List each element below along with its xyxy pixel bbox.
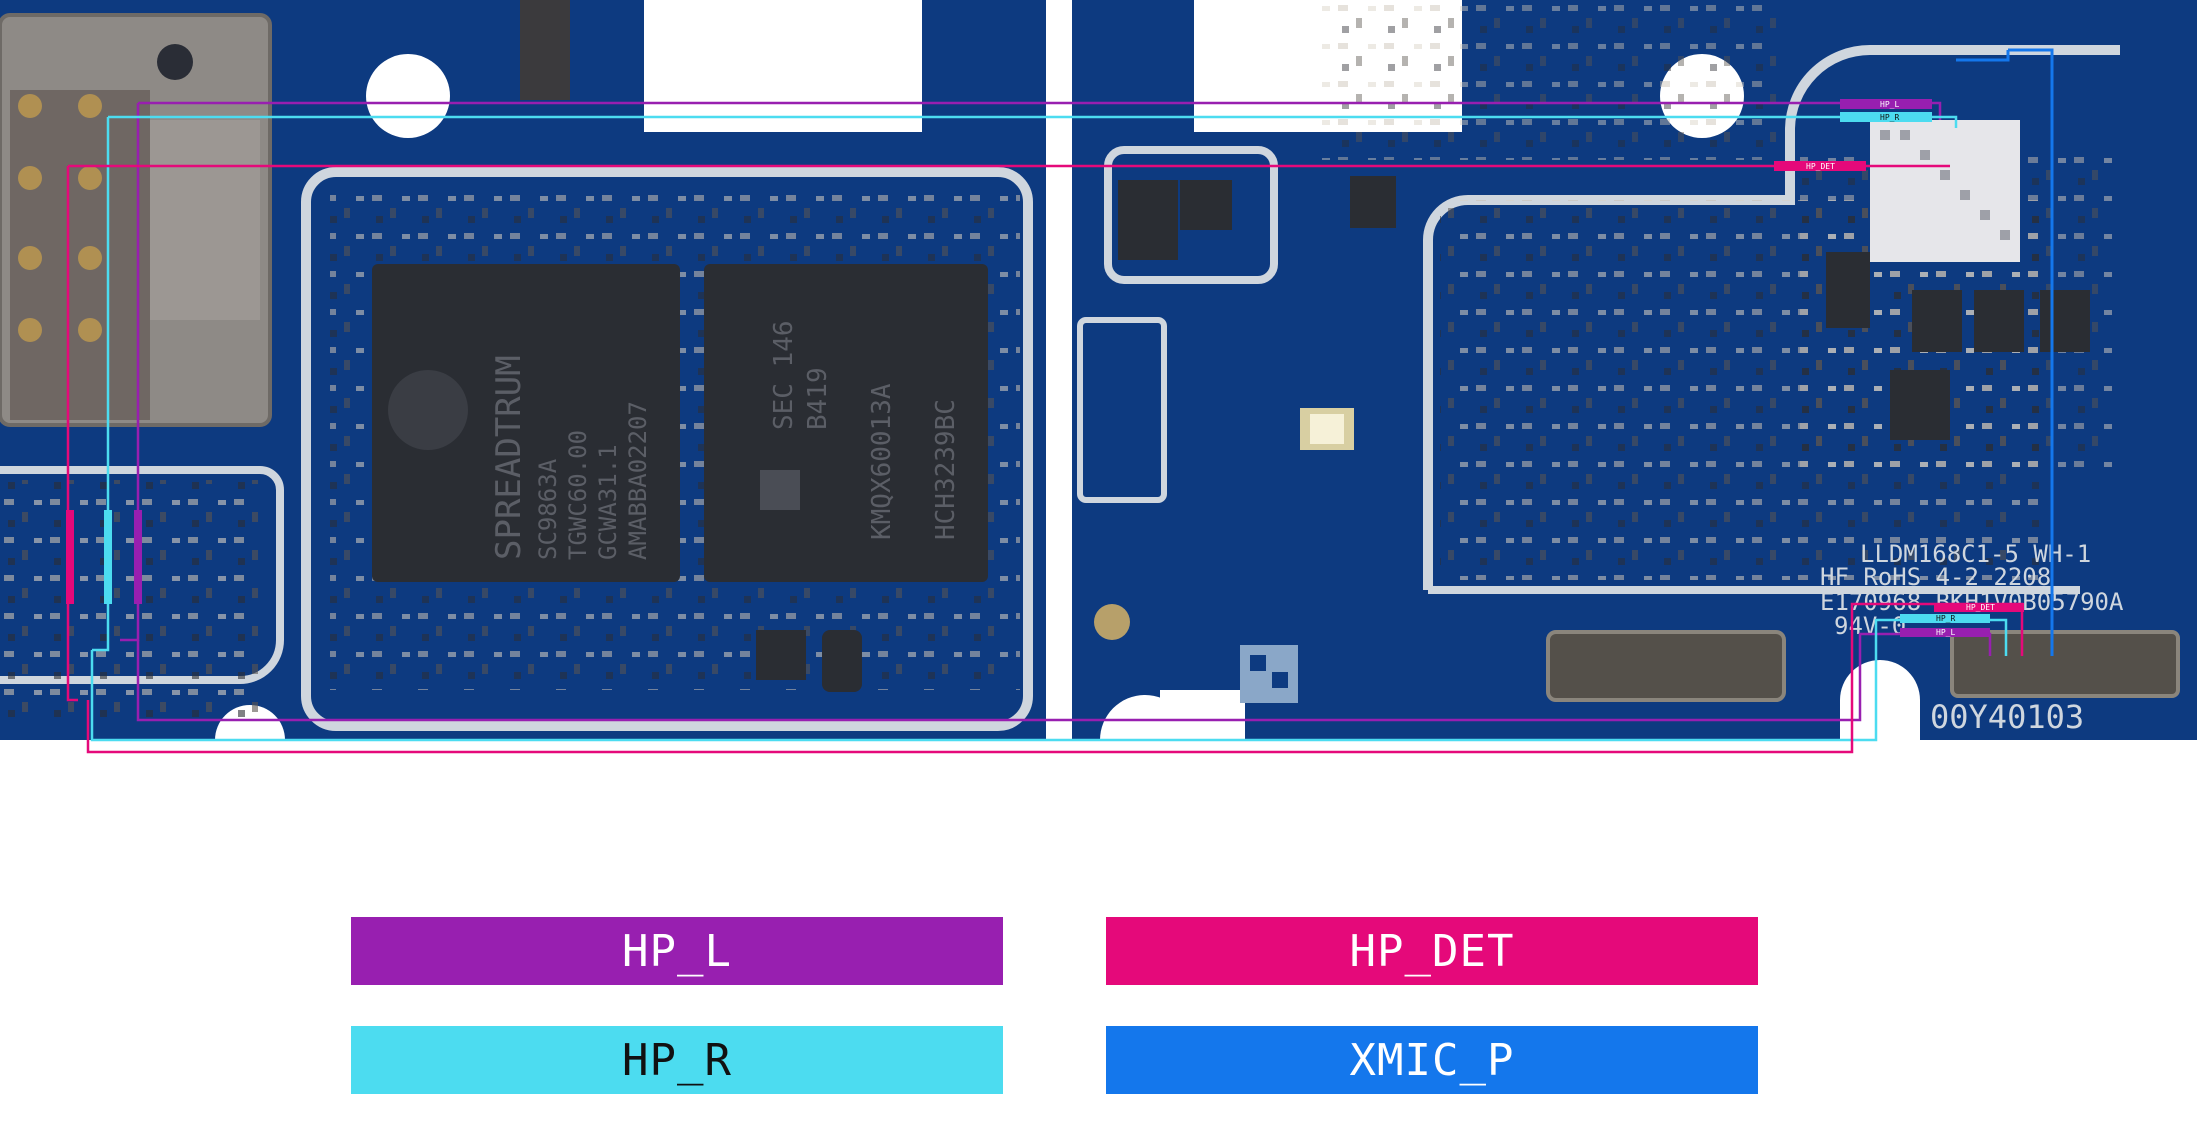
net-tag-hp-r-b-text: HP_R xyxy=(1936,614,1955,623)
shield-frame-left xyxy=(301,167,1033,731)
soc-line: TGWC60.00 xyxy=(564,430,592,560)
net-tag-hp-l-b xyxy=(1900,628,1990,637)
circuit-board-photo: SPREADTRUM SC9863A TGWC60.00 GCWA31.1 AM… xyxy=(0,0,2197,760)
soc-line: GCWA31.1 xyxy=(594,444,622,560)
small-ic xyxy=(1180,180,1232,230)
net-tag-hp-det xyxy=(1774,161,1866,171)
legend-hp-det: HP_DET xyxy=(1106,917,1758,985)
pad-marker-hp-l xyxy=(134,510,142,604)
mount-hole xyxy=(366,54,450,138)
connector-outline xyxy=(1077,317,1167,503)
soc-line: AMABBA02207 xyxy=(624,401,652,560)
net-tag-hp-l xyxy=(1840,99,1932,109)
net-tag-hp-r-b xyxy=(1900,614,1990,623)
board-to-board-connector xyxy=(1950,630,2180,698)
shield-small xyxy=(1104,146,1278,284)
legend-hp-r-label: HP_R xyxy=(622,1034,732,1086)
test-pad xyxy=(1094,604,1130,640)
trace-hp-r xyxy=(90,115,2008,742)
pad-marker-hp-det xyxy=(66,510,74,604)
soc-chip xyxy=(372,264,680,582)
legend-hp-r: HP_R xyxy=(351,1026,1003,1094)
mem-line: SEC 146 xyxy=(769,320,799,430)
legend-xmic-p-label: XMIC_P xyxy=(1349,1034,1515,1086)
trace-hp-l xyxy=(120,101,1992,722)
net-tag-hp-r-text: HP_R xyxy=(1880,113,1899,122)
mem-line: KMQX60013A xyxy=(867,383,897,540)
bga-chip xyxy=(1870,120,2020,262)
silk-line: HF RoHS 4-2 2208 xyxy=(1820,563,2051,591)
legend-hp-l: HP_L xyxy=(351,917,1003,985)
board-gap xyxy=(1046,0,1072,760)
net-tag-hp-r xyxy=(1840,112,1932,122)
silk-line: 94V-0 xyxy=(1834,612,1906,640)
net-tag-hp-l-text: HP_L xyxy=(1880,100,1899,109)
soc-brand: SPREADTRUM xyxy=(489,355,529,560)
pad-marker-hp-r xyxy=(104,510,112,604)
net-tag-hp-det-b-text: HP_DET xyxy=(1966,603,1995,612)
mem-line: B419 xyxy=(803,367,833,430)
shield-frame-right xyxy=(1423,45,2120,590)
soc-line: SC9863A xyxy=(534,458,562,560)
silk-serial: 00Y40103 xyxy=(1930,698,2084,736)
legend-hp-det-label: HP_DET xyxy=(1349,925,1515,977)
board-connector-top xyxy=(520,0,570,100)
small-ic xyxy=(1118,180,1178,260)
trace-xmic-p xyxy=(1956,48,2054,656)
board-cutout xyxy=(644,0,922,132)
trace-hp-det xyxy=(66,164,2024,754)
fpc-connector xyxy=(1546,630,1786,702)
legend-xmic-p: XMIC_P xyxy=(1106,1026,1758,1094)
mem-line: HCH3239BC xyxy=(931,399,961,540)
legend-hp-l-label: HP_L xyxy=(622,925,732,977)
net-tag-hp-det-text: HP_DET xyxy=(1806,162,1835,171)
small-ic xyxy=(1350,176,1396,228)
qr-code xyxy=(1240,645,1298,703)
net-tag-hp-l-b-text: HP_L xyxy=(1936,628,1955,637)
net-tag-hp-det-b xyxy=(1934,603,2024,612)
